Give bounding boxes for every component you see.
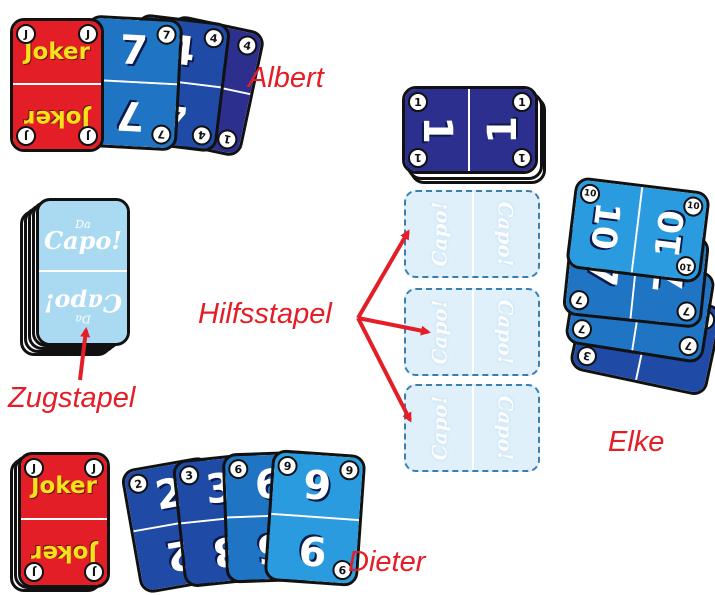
player-label-albert: Albert bbox=[248, 62, 324, 95]
card-rank-corner: 1 bbox=[512, 148, 532, 168]
aux-pile-slot-2[interactable]: Capo! Capo! bbox=[404, 288, 540, 376]
card-value-inverted: 9 bbox=[298, 529, 329, 571]
slot-right-half: Capo! bbox=[472, 192, 538, 276]
card-rank-corner: 1 bbox=[512, 92, 532, 112]
aux-piles-label: Hilfsstapel bbox=[198, 298, 332, 331]
card-value: 9 bbox=[302, 465, 333, 507]
card-rank-corner: J bbox=[84, 458, 104, 478]
card-rank-corner: J bbox=[24, 458, 44, 478]
card-value-inverted: 1 bbox=[483, 116, 523, 144]
player-label-elke: Elke bbox=[608, 426, 664, 459]
aux-pile-slot-1[interactable]: Capo! Capo! bbox=[404, 190, 540, 278]
capo-watermark: Capo! bbox=[493, 202, 517, 267]
card-value-inverted: 7 bbox=[115, 94, 145, 135]
slot-right-half: Capo! bbox=[472, 386, 538, 470]
dieter-joker-card[interactable]: Joker Joker J J J J bbox=[18, 452, 110, 588]
elke-card-4[interactable]: 10 10 10 10 10 bbox=[565, 176, 711, 284]
arrow-to-aux-pile-3 bbox=[358, 318, 410, 420]
player-label-dieter: Dieter bbox=[348, 546, 425, 579]
card-value: 1 bbox=[417, 116, 457, 144]
capo-watermark: Capo! bbox=[493, 396, 517, 461]
capo-watermark: Capo! bbox=[427, 202, 451, 267]
slot-left-half: Capo! bbox=[406, 290, 474, 374]
capo-watermark: Capo! bbox=[493, 300, 517, 365]
joker-text: Joker bbox=[31, 475, 97, 498]
arrow-to-aux-pile-1 bbox=[358, 232, 408, 318]
albert-joker-card[interactable]: Joker Joker J J J J bbox=[10, 18, 104, 152]
card-value: 10 bbox=[585, 200, 625, 251]
card-rank-corner: 1 bbox=[408, 92, 428, 112]
card-rank-corner: J bbox=[84, 562, 104, 582]
card-rank-corner: J bbox=[78, 24, 98, 44]
card-rank-corner: J bbox=[78, 126, 98, 146]
aux-pile-slot-3[interactable]: Capo! Capo! bbox=[404, 384, 540, 472]
card-rank-corner: J bbox=[16, 24, 36, 44]
joker-text: Joker bbox=[24, 41, 90, 64]
joker-text-inverted: Joker bbox=[31, 541, 97, 564]
slot-right-half: Capo! bbox=[472, 290, 538, 374]
capo-watermark: Capo! bbox=[427, 396, 451, 461]
card-rank-corner: 1 bbox=[408, 148, 428, 168]
card-rank-corner: J bbox=[16, 126, 36, 146]
card-rank-corner: J bbox=[24, 562, 44, 582]
joker-text-inverted: Joker bbox=[24, 106, 90, 129]
center-pile-top-card[interactable]: 1 1 1 1 1 1 bbox=[402, 86, 538, 174]
draw-pile-label: Zugstapel bbox=[8, 382, 135, 415]
slot-left-half: Capo! bbox=[406, 192, 474, 276]
capo-watermark: Capo! bbox=[427, 300, 451, 365]
card-value-inverted: 10 bbox=[650, 208, 690, 259]
card-value: 7 bbox=[119, 30, 149, 71]
slot-left-half: Capo! bbox=[406, 386, 474, 470]
